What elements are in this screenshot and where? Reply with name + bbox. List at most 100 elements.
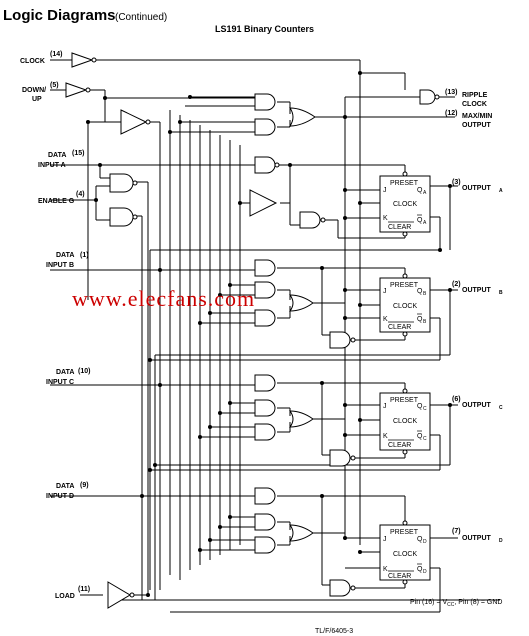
- maxmin-label-2: OUTPUT: [462, 122, 492, 129]
- ff-d-clock: CLOCK: [393, 551, 417, 558]
- flipflop-c-labels: PRESET J CLOCK K CLEAR Q C Q C: [383, 397, 427, 449]
- ff-c-q: Q: [417, 403, 423, 410]
- junction-dot: [158, 383, 162, 387]
- ff-c-qbar-sub: C: [423, 436, 427, 442]
- junction-dot: [358, 201, 362, 205]
- ripple-label-2: CLOCK: [462, 101, 487, 108]
- inversion-bubble: [402, 579, 408, 585]
- down-up-label-2: UP: [32, 96, 42, 103]
- enable-pin: (4): [76, 191, 85, 198]
- page-title: Logic Diagrams: [3, 7, 116, 24]
- junction-dot: [343, 316, 347, 320]
- data-b-pin: (1): [80, 252, 89, 259]
- stage-b-or-gate: [289, 294, 314, 312]
- data-d-label-1: DATA: [56, 483, 74, 490]
- junction-dot: [98, 163, 102, 167]
- ff-d-j: J: [383, 536, 387, 543]
- ff-d-clear: CLEAR: [388, 573, 411, 580]
- ff-a-qbar-sub: A: [423, 220, 427, 226]
- junction-dot: [343, 536, 347, 540]
- stage-d-and-1: [254, 513, 276, 531]
- inversion-bubble: [402, 388, 408, 394]
- junction-dot: [358, 550, 362, 554]
- ff-a-k: K: [383, 215, 388, 222]
- inversion-bubble: [434, 94, 440, 100]
- junction-dot: [168, 130, 172, 134]
- data-a-label-2: INPUT A: [38, 162, 66, 169]
- inversion-bubble: [350, 337, 356, 343]
- clock-buffer-gate: [71, 52, 94, 68]
- junction-dot: [343, 216, 347, 220]
- data-d-pin: (9): [80, 482, 89, 489]
- inversion-bubble: [274, 162, 280, 168]
- stage-c-or-gate: [289, 410, 314, 428]
- junction-dot: [358, 303, 362, 307]
- stage-c-nand: [329, 449, 351, 467]
- junction-dot: [146, 593, 150, 597]
- enable-and-gate-b: [109, 207, 134, 227]
- maxmin-pin: (12): [445, 110, 457, 117]
- data-b-label-1: DATA: [56, 252, 74, 259]
- ff-b-q-sub: B: [423, 291, 427, 297]
- qd-sub: D: [499, 538, 503, 544]
- junction-dot: [198, 435, 202, 439]
- overbars: [388, 214, 422, 572]
- output-stubs: [450, 185, 458, 539]
- junction-dot: [148, 358, 152, 362]
- ff-b-preset: PRESET: [390, 282, 419, 289]
- ff-d-q-sub: D: [423, 539, 427, 545]
- and-gate-1: [254, 93, 276, 111]
- junction-dot: [343, 403, 347, 407]
- junction-dot: [208, 311, 212, 315]
- qc-label: OUTPUT: [462, 402, 492, 409]
- qc-sub: C: [499, 405, 503, 411]
- ripple-label-1: RIPPLE: [462, 92, 488, 99]
- ff-d-qbar: Q: [417, 566, 423, 573]
- qa-sub: A: [499, 188, 503, 194]
- ff-a-q-sub: A: [423, 190, 427, 196]
- stage-a-buffer: [249, 189, 278, 217]
- enable-and-gate-a: [109, 173, 134, 193]
- inversion-bubble: [402, 171, 408, 177]
- junction-dot: [158, 268, 162, 272]
- gates: [65, 52, 440, 609]
- qa-label: OUTPUT: [462, 185, 492, 192]
- stage-d-or-gate: [289, 524, 314, 542]
- junction-dot: [320, 381, 324, 385]
- flipflop-d-labels: PRESET J CLOCK K CLEAR Q D Q D: [383, 529, 427, 580]
- flipflop-a: [379, 175, 431, 233]
- ff-a-clock: CLOCK: [393, 201, 417, 208]
- enable-label: ENABLE G: [38, 198, 75, 205]
- stage-c-and-2: [254, 423, 276, 441]
- data-c-label-2: INPUT C: [46, 379, 74, 386]
- ff-d-preset: PRESET: [390, 529, 419, 536]
- footer: Pin (16) = VCC, Pin (8) = GND TL/F/6405-…: [315, 599, 502, 635]
- qb-label: OUTPUT: [462, 287, 492, 294]
- flipflop-b: [379, 277, 431, 333]
- ff-a-qbar: Q: [417, 217, 423, 224]
- flipflop-b-labels: PRESET J CLOCK K CLEAR Q B Q B: [383, 282, 427, 331]
- junction-dot: [218, 525, 222, 529]
- data-d-label-2: INPUT D: [46, 493, 74, 500]
- stage-b-nand: [329, 331, 351, 349]
- junction-dot: [198, 321, 202, 325]
- ff-b-clear: CLEAR: [388, 324, 411, 331]
- data-c-pin: (10): [78, 368, 90, 375]
- junction-dot: [148, 468, 152, 472]
- inversion-bubble: [402, 449, 408, 455]
- ff-a-clear: CLEAR: [388, 224, 411, 231]
- ff-b-qbar: Q: [417, 316, 423, 323]
- junction-dot: [198, 548, 202, 552]
- data-c-label-1: DATA: [56, 369, 74, 376]
- clock-pin: (14): [50, 51, 62, 58]
- data-c-nand-gate: [254, 374, 276, 392]
- junction-dot: [238, 201, 242, 205]
- ff-a-j: J: [383, 187, 387, 194]
- stage-b-and-2: [254, 309, 276, 327]
- junction-dot: [188, 95, 192, 99]
- ff-c-q-sub: C: [423, 406, 427, 412]
- or-gate-maxmin: [289, 107, 316, 127]
- junction-dot: [343, 115, 347, 119]
- flipflop-a-labels: PRESET J CLOCK K CLEAR Q A Q A: [383, 180, 427, 231]
